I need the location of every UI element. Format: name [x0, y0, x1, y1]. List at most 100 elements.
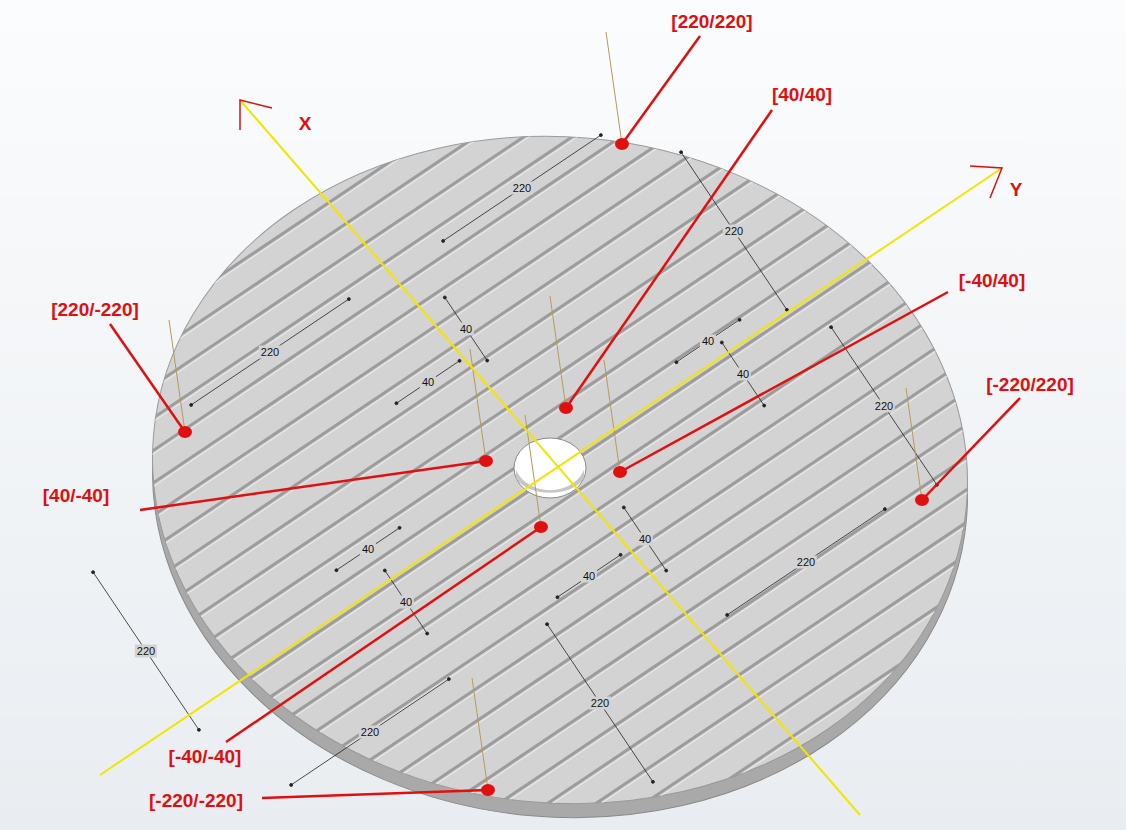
groove [0, 35, 1111, 815]
reference-line [169, 320, 185, 432]
dimension-line [336, 528, 399, 570]
groove-edge [116, 284, 1126, 830]
dimension-arrow [720, 341, 723, 344]
dimension-value: 40 [700, 335, 716, 348]
dimension-line [191, 299, 349, 405]
dimension-line [396, 361, 459, 403]
callout-leader [620, 292, 948, 472]
dimension-arrow [486, 359, 489, 362]
callout-leader [262, 790, 488, 798]
leader-lines [110, 32, 1020, 798]
dimension-arrow [347, 298, 350, 301]
groove [0, 0, 1006, 658]
dimension-value: 220 [511, 182, 533, 195]
dimension-arrow [290, 783, 293, 786]
axes [100, 100, 1002, 815]
dimension-value: 40 [581, 570, 597, 583]
dimension-arrow [599, 134, 602, 137]
dimension-arrow [398, 526, 401, 529]
axis-arrows [240, 100, 1002, 198]
dimension-arrow [680, 151, 683, 154]
groove [190, 394, 1126, 830]
dimension-arrow [426, 632, 429, 635]
dimension-value: 220 [795, 556, 817, 569]
dimension-arrow [383, 569, 386, 572]
groove-edge [0, 60, 1126, 830]
dimension-arrow [622, 506, 625, 509]
dimension-arrow [442, 239, 445, 242]
point-marker [559, 402, 573, 414]
groove [175, 371, 1126, 830]
reference-line [906, 388, 922, 500]
dimension-value: 40 [398, 596, 414, 609]
dimension-arrow [726, 613, 729, 616]
dimension-arrow [197, 728, 200, 731]
groove [144, 327, 1126, 830]
dimension-value: 220 [135, 645, 157, 658]
groove-edge [191, 396, 1126, 830]
callout-leader [226, 527, 541, 742]
groove [54, 192, 1126, 830]
dimension-arrow [92, 571, 95, 574]
groove [99, 259, 1126, 830]
dimension-value: 220 [359, 726, 381, 739]
dimension-value: 40 [360, 543, 376, 556]
reference-line [472, 678, 488, 790]
point-marker [178, 426, 192, 438]
point-marker [479, 455, 493, 467]
dimension-arrow [190, 403, 193, 406]
groove-edge [0, 83, 1126, 830]
groove [114, 282, 1126, 830]
dimension-value: 40 [458, 323, 474, 336]
groove-edge [0, 0, 1067, 750]
groove [0, 13, 1096, 793]
groove-edge [0, 15, 1098, 795]
dimension-arrow [619, 553, 622, 556]
groove-edge [101, 262, 1126, 830]
groove [159, 349, 1126, 830]
dimension-arrow [738, 318, 741, 321]
dimension-line [291, 679, 449, 785]
groove [129, 304, 1126, 830]
point-marker [615, 138, 629, 150]
dimension-arrow [830, 326, 833, 329]
dimension-arrow [395, 402, 398, 405]
dimension-line [831, 327, 937, 485]
callout-leader [110, 324, 185, 432]
dimension-arrow [447, 678, 450, 681]
dimension-arrow [651, 780, 654, 783]
coordinate-callout: [-220/220] [986, 374, 1074, 396]
dimension-line [445, 297, 487, 360]
dimension-arrow [883, 508, 886, 511]
coordinate-callout: [220/-220] [51, 299, 139, 321]
groove-edge [161, 352, 1126, 830]
point-marker [915, 494, 929, 506]
groove-edge [0, 0, 917, 526]
groove-edge [0, 0, 1007, 661]
groove-edge [41, 172, 1126, 830]
groove [24, 147, 1126, 830]
groove-edge [176, 374, 1126, 830]
coordinate-callout: [40/-40] [43, 485, 110, 507]
callout-leader [566, 110, 772, 408]
groove [39, 170, 1126, 830]
callout-leader [140, 461, 486, 510]
dimension-line [727, 509, 885, 615]
coordinate-callout: [-220/-220] [149, 790, 243, 812]
groove [0, 0, 945, 569]
dimension-arrow [458, 359, 461, 362]
dimension-line [93, 572, 199, 730]
reference-line [470, 349, 486, 461]
dimension-line [681, 152, 787, 310]
reference-line [604, 360, 620, 472]
dimension-arrow [443, 296, 446, 299]
dimension-value: 220 [589, 697, 611, 710]
dimension-value: 40 [637, 533, 653, 546]
groove [0, 0, 1066, 748]
axis-label: Y [1010, 179, 1023, 201]
groove [84, 237, 1126, 830]
dimension-line [676, 320, 739, 362]
point-marker [613, 466, 627, 478]
